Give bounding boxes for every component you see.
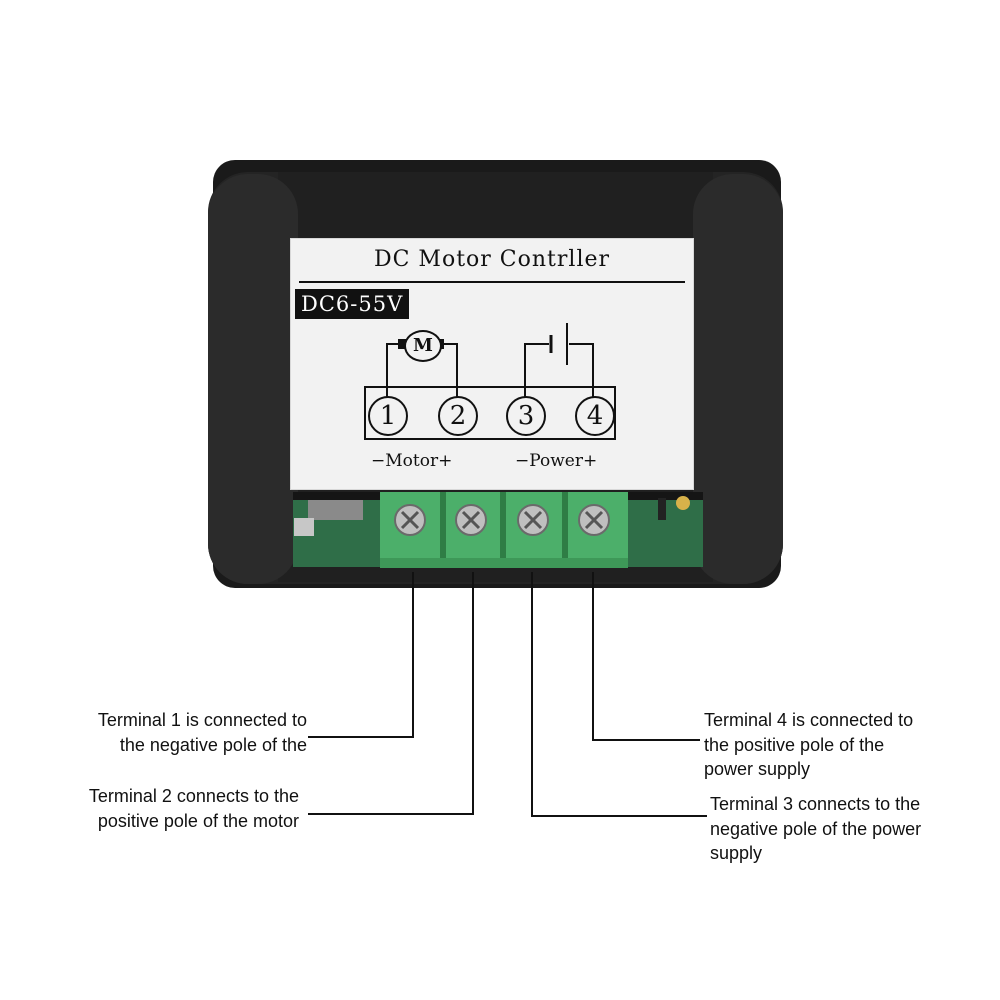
terminal-1-callout: Terminal 1 is connected to the negative …	[97, 710, 307, 755]
title-divider	[299, 281, 685, 283]
terminal-3-label: 3	[506, 396, 546, 436]
terminal-4-label: 4	[575, 396, 615, 436]
device-label: DC Motor Contrller DC6-55V M 1 2 3 4 −Mo…	[290, 238, 694, 490]
terminal-2-label: 2	[438, 396, 478, 436]
terminal-4-callout: Terminal 4 is connected to the positive …	[704, 710, 914, 779]
terminal-2-callout: Terminal 2 connects to the positive pole…	[88, 786, 299, 831]
wiring-schematic	[364, 323, 616, 440]
terminal-3-callout: Terminal 3 connects to the negative pole…	[710, 794, 922, 863]
terminal-1-label: 1	[368, 396, 408, 436]
motor-group-label: −Motor+	[371, 451, 453, 471]
power-group-label: −Power+	[515, 451, 598, 471]
motor-icon: M	[404, 330, 442, 362]
device-title: DC Motor Contrller	[373, 247, 611, 272]
voltage-rating: DC6-55V	[295, 289, 410, 319]
